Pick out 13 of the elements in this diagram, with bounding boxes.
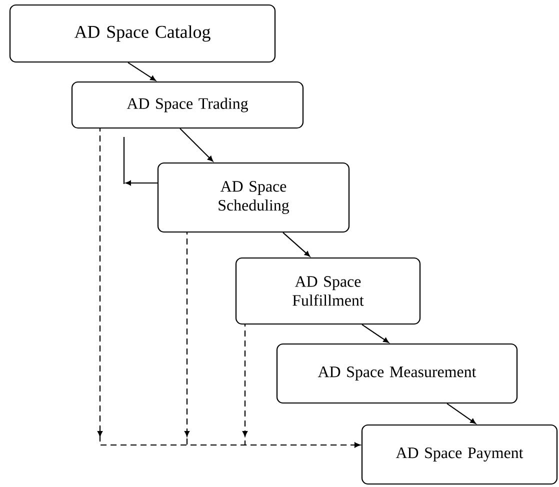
process-box: AD Space Catalog <box>9 4 276 63</box>
process-box: AD Space Measurement <box>276 343 518 404</box>
process-box: AD Space Payment <box>361 424 558 485</box>
process-box: AD Space Scheduling <box>157 162 350 233</box>
arrow <box>125 180 158 186</box>
process-box: AD Space Fulfillment <box>235 257 421 325</box>
arrow <box>446 403 476 424</box>
dashed-arrow <box>242 324 360 448</box>
arrow <box>362 324 389 343</box>
arrow <box>282 232 310 257</box>
arrow <box>128 62 156 81</box>
process-box: AD Space Trading <box>71 81 304 129</box>
arrow <box>180 128 214 162</box>
